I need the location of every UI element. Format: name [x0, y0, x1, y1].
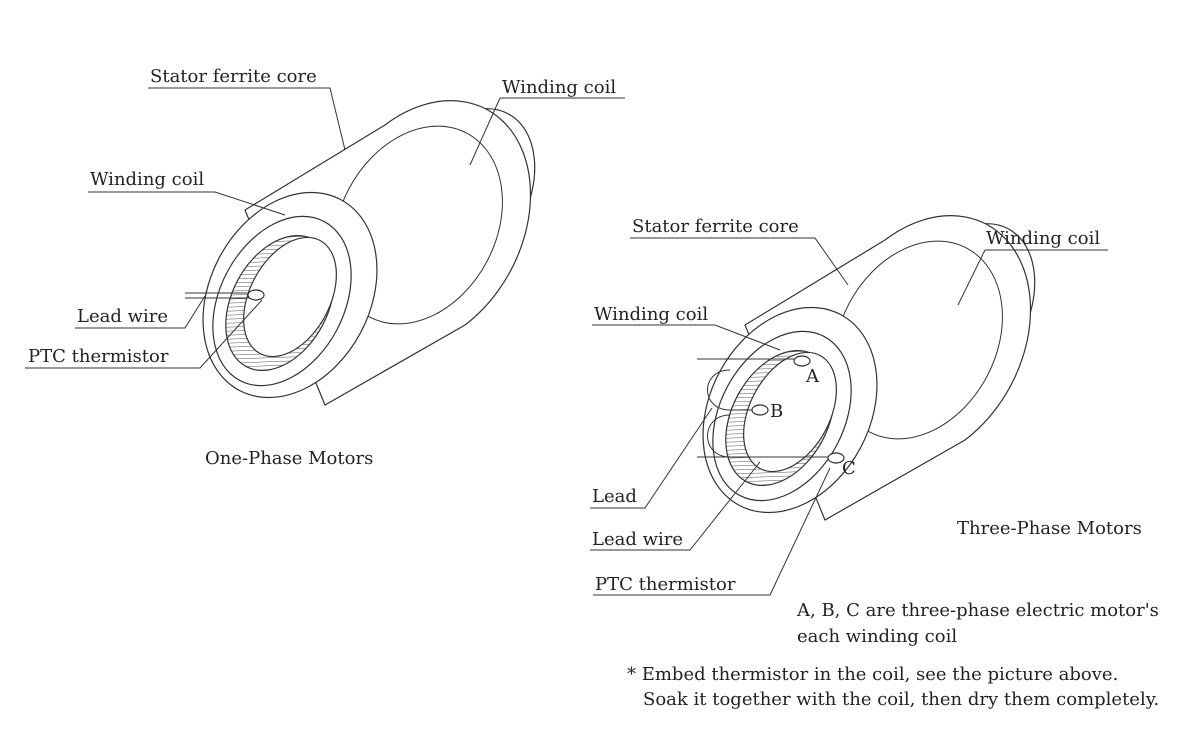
thermistor-b-icon [751, 404, 769, 416]
abc-note-line1: A, B, C are three-phase electric motor's [796, 600, 1159, 621]
thermistor-c-icon [827, 452, 845, 464]
label-winding-coil-back: Winding coil [502, 77, 616, 98]
label-ptc-thermistor: PTC thermistor [595, 574, 736, 595]
label-b: B [770, 401, 783, 422]
one-phase-motor: Stator ferrite core Winding coil Winding… [25, 66, 625, 469]
three-phase-motor-drawing [668, 199, 1064, 544]
label-winding-coil-front: Winding coil [594, 304, 708, 325]
three-phase-title: Three-Phase Motors [957, 518, 1142, 539]
label-c: C [842, 458, 856, 479]
label-a: A [805, 366, 820, 387]
label-stator-ferrite-core: Stator ferrite core [150, 66, 317, 87]
three-phase-motor: A B C Stator ferrite core Winding coil W… [590, 199, 1159, 647]
label-lead-wire: Lead wire [592, 529, 683, 550]
label-stator-ferrite-core: Stator ferrite core [632, 216, 799, 237]
label-winding-coil-front: Winding coil [90, 169, 204, 190]
thermistor-a-icon [793, 355, 811, 367]
label-winding-coil-back: Winding coil [986, 228, 1100, 249]
one-phase-motor-drawing [168, 84, 564, 429]
label-lead-wire: Lead wire [77, 306, 168, 327]
one-phase-title: One-Phase Motors [205, 448, 373, 469]
ptc-thermistor-icon [247, 289, 265, 301]
footnote-line1: * Embed thermistor in the coil, see the … [627, 664, 1118, 685]
label-ptc-thermistor: PTC thermistor [28, 346, 169, 367]
abc-note-line2: each winding coil [797, 626, 957, 647]
label-lead: Lead [592, 486, 637, 507]
footnote-line2: Soak it together with the coil, then dry… [643, 689, 1159, 710]
